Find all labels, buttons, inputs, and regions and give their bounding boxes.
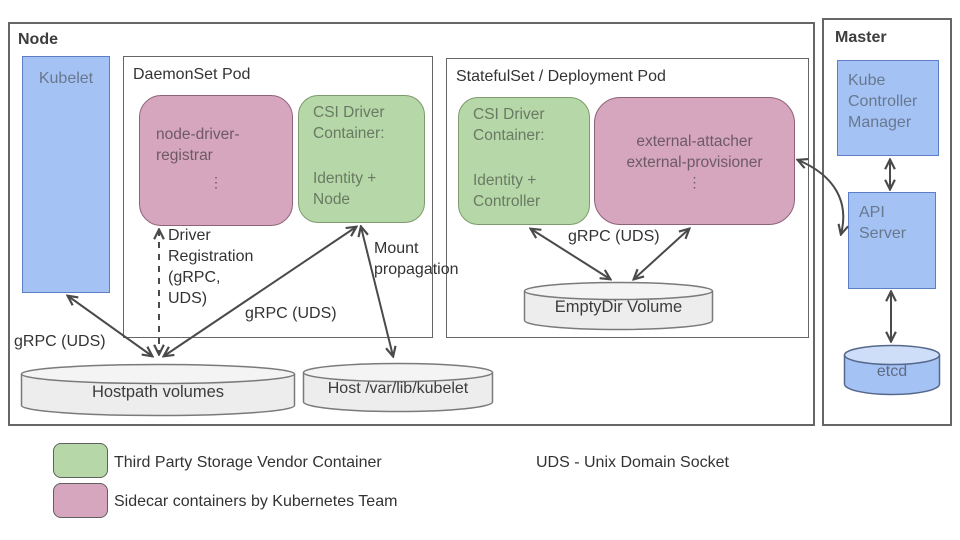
master-title: Master bbox=[835, 29, 887, 46]
kube-controller-manager-box: Kube Controller Manager bbox=[837, 60, 939, 156]
emptydir-volume-label: EmptyDir Volume bbox=[554, 298, 683, 316]
hostpath-cylinder-shape bbox=[20, 363, 296, 417]
legend-label-sidecar: Sidecar containers by Kubernetes Team bbox=[114, 493, 398, 510]
host-var-lib-kubelet-label: Host /var/lib/kubelet bbox=[327, 380, 469, 397]
csi-driver-controller-title: CSI Driver Container: bbox=[473, 106, 545, 144]
api-server-label: API Server bbox=[859, 204, 907, 242]
legend-swatch-green bbox=[53, 443, 108, 478]
csi-driver-node-box: CSI Driver Container: Identity + Node bbox=[298, 95, 425, 223]
sidecar-containers-label: external-attacher external-provisioner bbox=[626, 133, 763, 171]
sidecar-containers-box: external-attacher external-provisioner ⋮ bbox=[594, 97, 795, 225]
statefulset-pod-title: StatefulSet / Deployment Pod bbox=[456, 68, 666, 85]
legend-swatch-pink bbox=[53, 483, 108, 518]
label-grpc-uds-mid: gRPC (UDS) bbox=[245, 305, 337, 322]
csi-driver-node-services: Identity + Node bbox=[313, 170, 377, 208]
kubelet-label: Kubelet bbox=[38, 70, 94, 87]
etcd-label: etcd bbox=[876, 363, 908, 380]
csi-driver-node-title: CSI Driver Container: bbox=[313, 104, 385, 142]
legend-uds-note: UDS - Unix Domain Socket bbox=[536, 454, 729, 471]
kubelet-box: Kubelet bbox=[22, 56, 110, 293]
label-driver-registration: Driver Registration (gRPC, UDS) bbox=[168, 227, 254, 307]
kube-controller-manager-label: Kube Controller Manager bbox=[848, 72, 918, 131]
daemonset-pod-title: DaemonSet Pod bbox=[133, 66, 251, 83]
label-grpc-uds-left: gRPC (UDS) bbox=[14, 333, 106, 350]
hostpath-volumes-label: Hostpath volumes bbox=[91, 383, 225, 401]
etcd-cylinder-shape bbox=[843, 344, 941, 396]
host-kubelet-cylinder-shape bbox=[302, 362, 494, 413]
node-title: Node bbox=[18, 31, 58, 48]
node-driver-registrar-box: node-driver- registrar ⋮ bbox=[139, 95, 293, 226]
etcd-cylinder: etcd bbox=[843, 344, 941, 396]
hostpath-volumes-cylinder: Hostpath volumes bbox=[20, 363, 296, 417]
sidecar-ellipsis: ⋮ bbox=[687, 174, 702, 190]
node-driver-registrar-label: node-driver- registrar bbox=[156, 126, 240, 164]
label-mount-propagation: Mount propagation bbox=[374, 240, 459, 278]
registrar-ellipsis: ⋮ bbox=[209, 174, 223, 190]
host-var-lib-kubelet-cylinder: Host /var/lib/kubelet bbox=[302, 362, 494, 413]
csi-driver-controller-services: Identity + Controller bbox=[473, 172, 541, 210]
api-server-box: API Server bbox=[848, 192, 936, 289]
emptydir-cylinder-shape bbox=[523, 281, 714, 331]
csi-driver-controller-box: CSI Driver Container: Identity + Control… bbox=[458, 97, 590, 225]
label-grpc-uds-statefulset: gRPC (UDS) bbox=[568, 228, 660, 245]
legend-label-vendor: Third Party Storage Vendor Container bbox=[114, 454, 382, 471]
emptydir-volume-cylinder: EmptyDir Volume bbox=[523, 281, 714, 331]
